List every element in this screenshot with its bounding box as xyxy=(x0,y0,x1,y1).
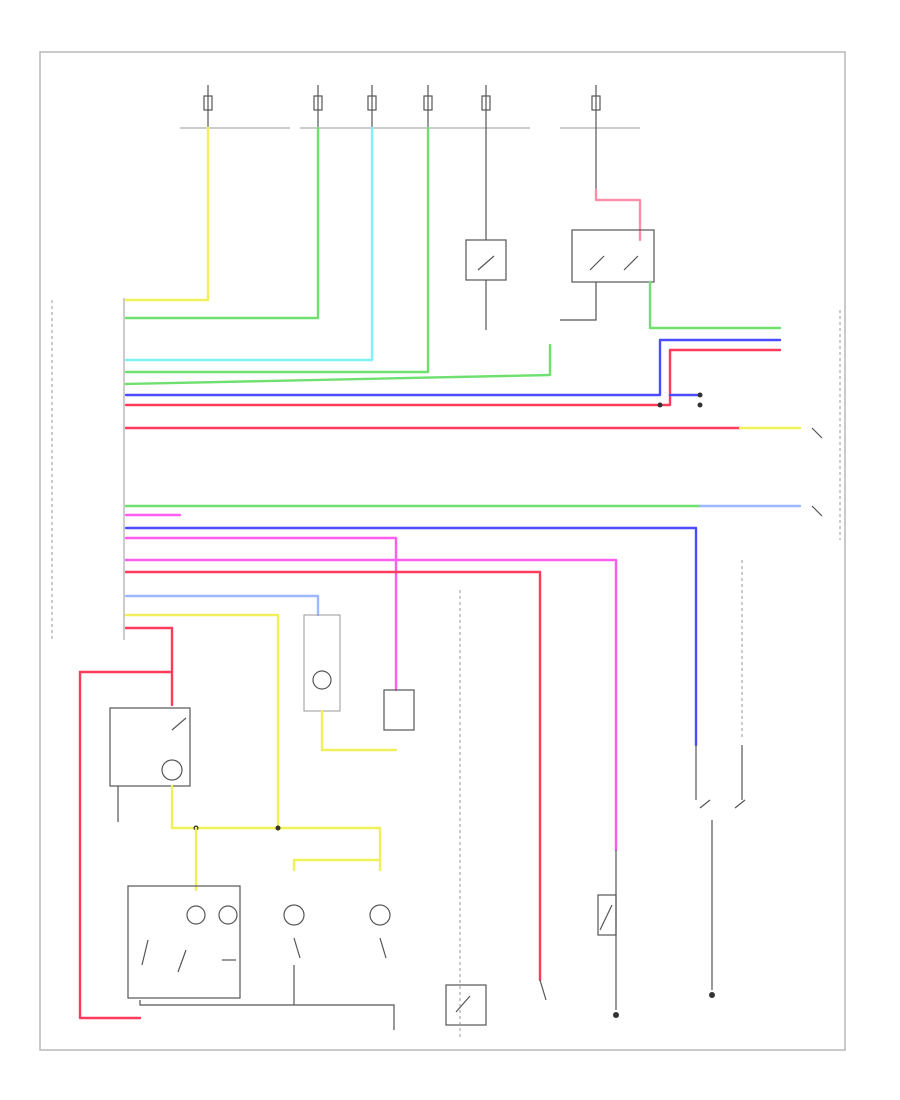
wire-cyan-fuse3 xyxy=(124,126,374,362)
wire-switch-right-out xyxy=(560,282,597,321)
fuse-2 xyxy=(313,85,323,128)
fuse-3 xyxy=(367,85,377,128)
wire-yellow-fuse1 xyxy=(124,126,210,302)
diagram-frame xyxy=(39,51,846,1051)
splice-point xyxy=(275,825,281,831)
lock-switch-right xyxy=(695,745,746,809)
wire-magenta-lower xyxy=(124,536,398,692)
cargo-lamp xyxy=(303,614,341,712)
fuse-5 xyxy=(481,85,491,128)
wire-yellow-lamp xyxy=(124,613,280,832)
door-switch-bottom-right xyxy=(539,979,547,1001)
wire-lightblue-cargo xyxy=(124,594,320,617)
ground-point-trunk xyxy=(613,1012,619,1018)
splice-point xyxy=(697,392,703,398)
wire-red-top xyxy=(124,348,782,407)
map-lamps xyxy=(127,885,241,999)
splice-point xyxy=(697,402,703,408)
wire-green-switch xyxy=(124,343,552,386)
door-switch-left xyxy=(465,239,507,281)
door-switch-bottom-left xyxy=(445,984,487,1026)
wire-green-right xyxy=(648,280,782,330)
fuse-4 xyxy=(423,85,433,128)
wire-red-to-lamp xyxy=(124,626,174,707)
vanity-lamp-left xyxy=(283,904,305,959)
fuse-6 xyxy=(591,85,601,128)
wire-magenta-long xyxy=(124,558,618,852)
wire-green-fuse4 xyxy=(124,126,430,374)
wire-yellow-vanity xyxy=(292,858,382,872)
fuse-1 xyxy=(203,85,213,128)
wire-red-lower xyxy=(124,570,542,982)
ground-wire-bottom xyxy=(139,1000,395,1030)
wire-pink-fuse6 xyxy=(594,188,642,242)
wire-red-bottom xyxy=(78,670,142,1020)
door-switch-icon xyxy=(811,505,823,517)
door-switch-right xyxy=(571,229,655,283)
vanity-lamp-right xyxy=(369,904,391,959)
splice-point xyxy=(657,402,663,408)
ground-point-right xyxy=(709,992,715,998)
trunk-lamp-switch xyxy=(597,894,617,936)
lamp-switch-module xyxy=(383,689,415,731)
wire-green-fuse2 xyxy=(124,126,320,320)
wire-blue-lower xyxy=(124,526,698,747)
lamp-switch xyxy=(109,707,191,787)
wire-yellow-cargo xyxy=(320,709,398,752)
door-switch-icon xyxy=(811,427,823,439)
wire-blue-top xyxy=(124,338,782,397)
